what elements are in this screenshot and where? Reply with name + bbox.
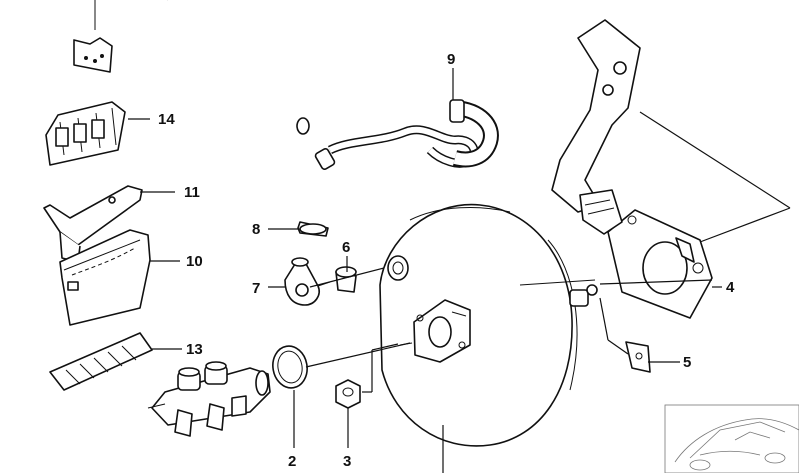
push-rod (519, 279, 596, 286)
callout-2: 2 (288, 453, 296, 470)
vacuum-hose (165, 0, 499, 170)
callouts: 14 11 10 13 9 8 6 7 4 5 2 3 (158, 51, 735, 470)
callout-7: 7 (252, 280, 260, 297)
brake-pedal (551, 19, 641, 235)
connector-13 (49, 332, 153, 391)
callout-5: 5 (683, 354, 691, 371)
callout-8: 8 (252, 221, 260, 238)
nut (335, 379, 361, 409)
cover-10 (59, 229, 151, 326)
callout-3: 3 (343, 453, 351, 470)
callout-10: 10 (186, 253, 203, 270)
elbow-connector (284, 257, 331, 306)
callout-11: 11 (184, 184, 200, 201)
callout-9: 9 (447, 51, 455, 68)
gasket-plate (607, 209, 713, 319)
clip-top-left (73, 0, 113, 73)
leader-lines (128, 68, 791, 473)
clip-5 (625, 341, 651, 373)
bracket-11 (43, 185, 143, 263)
master-cylinder (147, 361, 271, 437)
brake-booster (379, 203, 598, 447)
callout-6: 6 (342, 239, 350, 256)
callout-4: 4 (726, 279, 735, 296)
callout-14: 14 (158, 111, 175, 128)
o-ring (272, 345, 308, 389)
holder-14 (45, 101, 126, 166)
car-location-inset (664, 404, 799, 473)
callout-13: 13 (186, 341, 203, 358)
cap (297, 221, 329, 237)
